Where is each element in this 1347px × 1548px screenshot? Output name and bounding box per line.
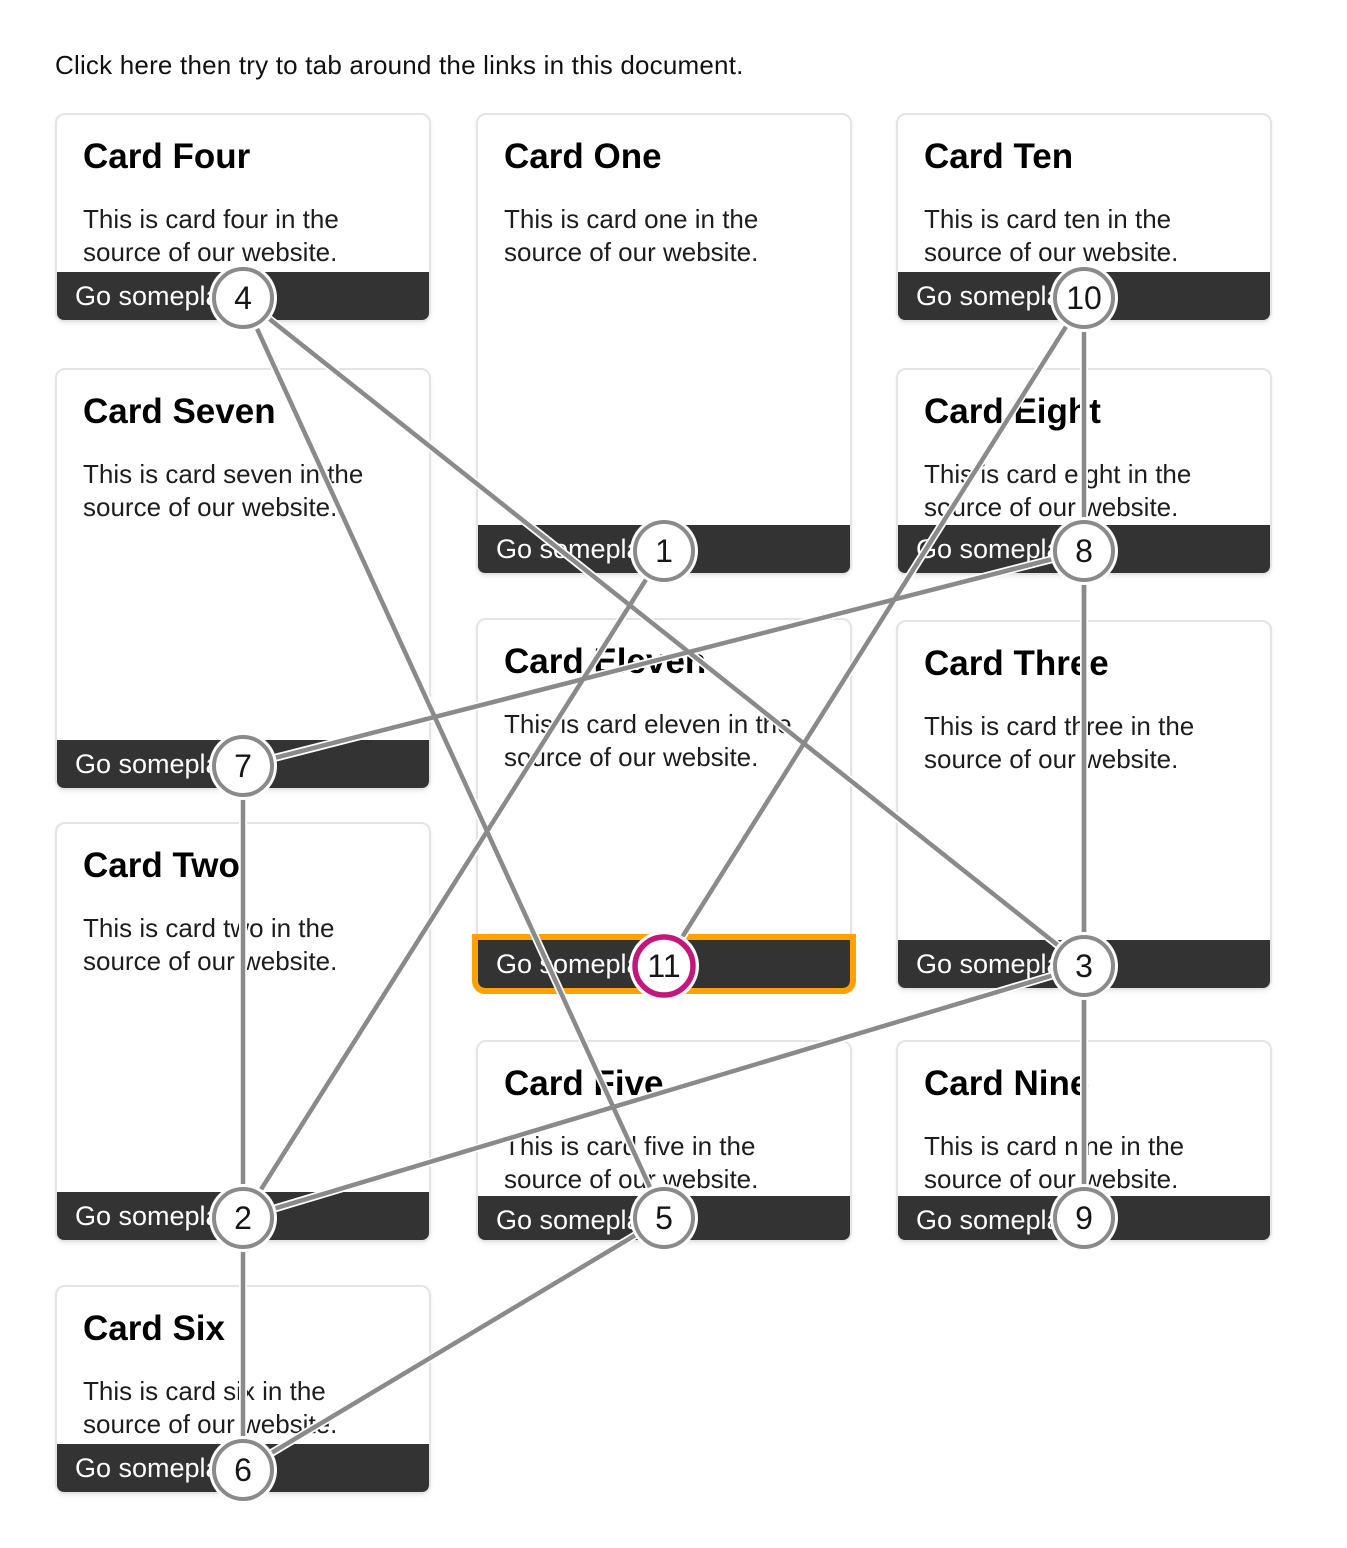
go-someplace-link[interactable]: Go someplace <box>57 1444 429 1492</box>
go-someplace-link[interactable]: Go someplace <box>57 1192 429 1240</box>
card-seven: Card Seven This is card seven in the sou… <box>55 368 431 790</box>
card-nine: Card Nine This is card nine in the sourc… <box>896 1040 1272 1242</box>
intro-text: Click here then try to tab around the li… <box>55 50 744 80</box>
card-text: This is card seven in the source of our … <box>83 459 364 523</box>
card-eleven: Card Eleven This is card eleven in the s… <box>472 618 856 994</box>
card-title: Card Two <box>83 846 240 885</box>
card-three: Card Three This is card three in the sou… <box>896 620 1272 990</box>
card-text: This is card five in the source of our w… <box>504 1131 759 1195</box>
card-text: This is card one in the source of our we… <box>504 204 759 268</box>
go-someplace-link[interactable]: Go someplace <box>57 740 429 788</box>
card-title: Card One <box>504 137 662 176</box>
card-text: This is card six in the source of our we… <box>83 1376 338 1440</box>
card-title: Card Six <box>83 1309 225 1348</box>
go-someplace-link[interactable]: Go someplace <box>57 272 429 320</box>
card-text: This is card nine in the source of our w… <box>924 1131 1185 1195</box>
card-six: Card Six This is card six in the source … <box>55 1285 431 1494</box>
card-four: Card Four This is card four in the sourc… <box>55 113 431 322</box>
card-title: Card Eleven <box>504 642 707 681</box>
card-title: Card Eight <box>924 392 1101 431</box>
card-title: Card Ten <box>924 137 1074 176</box>
card-text: This is card two in the source of our we… <box>83 913 338 977</box>
card-title: Card Nine <box>924 1064 1090 1103</box>
card-one: Card One This is card one in the source … <box>476 113 852 575</box>
go-someplace-link[interactable]: Go someplace <box>898 940 1270 988</box>
card-title: Card Four <box>83 137 251 176</box>
card-title: Card Five <box>504 1064 664 1103</box>
card-text: This is card four in the source of our w… <box>83 204 339 268</box>
card-five: Card Five This is card five in the sourc… <box>476 1040 852 1242</box>
go-someplace-link[interactable]: Go someplace <box>478 1196 850 1240</box>
card-title: Card Seven <box>83 392 276 431</box>
card-ten: Card Ten This is card ten in the source … <box>896 113 1272 322</box>
card-text: This is card eleven in the source of our… <box>504 709 792 773</box>
card-title: Card Three <box>924 644 1109 683</box>
go-someplace-link[interactable]: Go someplace <box>898 1196 1270 1240</box>
card-text: This is card eight in the source of our … <box>924 459 1192 523</box>
card-text: This is card ten in the source of our we… <box>924 204 1179 268</box>
go-someplace-link[interactable]: Go someplace <box>478 525 850 573</box>
go-someplace-link[interactable]: Go someplace <box>898 525 1270 573</box>
card-eight: Card Eight This is card eight in the sou… <box>896 368 1272 575</box>
card-text: This is card three in the source of our … <box>924 711 1195 775</box>
go-someplace-link-focused[interactable]: Go someplace <box>472 934 856 994</box>
go-someplace-link[interactable]: Go someplace <box>898 272 1270 320</box>
card-two: Card Two This is card two in the source … <box>55 822 431 1242</box>
